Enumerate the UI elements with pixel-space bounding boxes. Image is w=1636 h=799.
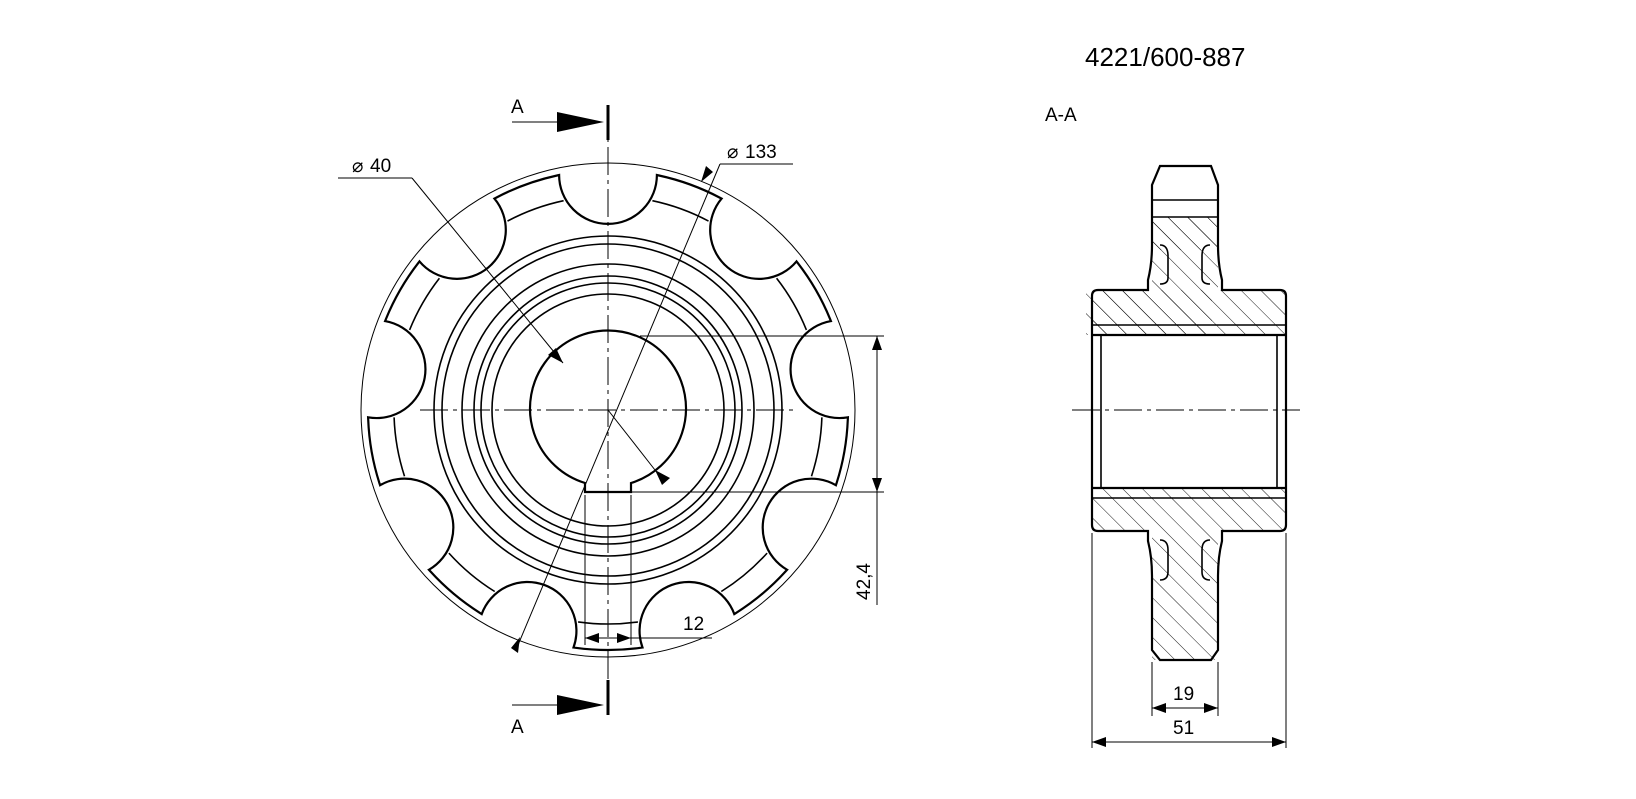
section-hatching — [1086, 217, 1286, 660]
tooth-chamfer-arc — [810, 417, 823, 477]
tooth-chamfer-arc — [393, 417, 406, 477]
sprocket-outline — [366, 173, 850, 652]
tooth-chamfer-arc — [448, 552, 496, 593]
relief-groove-top-left — [1159, 244, 1169, 285]
relief-groove-top-right — [1201, 244, 1211, 285]
relief-groove-bottom-right — [1201, 539, 1211, 581]
bore-diameter-dimension: ⌀ 40 — [338, 156, 670, 485]
outer-diameter-value: 133 — [745, 142, 777, 163]
part-number: 4221/600-887 — [1085, 42, 1245, 72]
tooth-chamfer-arc — [507, 199, 564, 222]
section-cut-mark-top: A — [511, 97, 610, 140]
tooth-chamfer-arc — [652, 199, 709, 222]
hub-width-value: 51 — [1173, 718, 1194, 739]
keyway-width-dimension: 12 — [584, 495, 712, 645]
keyway-depth-value: 42,4 — [854, 563, 875, 600]
relief-groove-bottom-left — [1159, 539, 1169, 581]
section-label: A-A — [1045, 105, 1077, 126]
front-view: A A ⌀ 40 ⌀ 133 — [338, 97, 884, 738]
tooth-width-dimension: 19 — [1151, 662, 1219, 716]
section-outline — [1090, 164, 1288, 662]
section-cut-mark-bottom: A — [511, 680, 610, 738]
outer-diameter-symbol: ⌀ — [727, 142, 738, 163]
section-view-a-a: 19 51 — [1072, 164, 1300, 748]
bore-diameter-symbol: ⌀ — [352, 156, 363, 177]
bore-diameter-value: 40 — [370, 156, 391, 177]
tooth-width-value: 19 — [1173, 684, 1194, 705]
tooth-chamfer-arc — [720, 552, 768, 593]
keyway-width-value: 12 — [683, 614, 704, 635]
tooth-chamfer-arc — [775, 277, 808, 331]
cut-mark-bottom-label: A — [511, 717, 524, 738]
tooth-chamfer-arc — [408, 277, 441, 331]
keyway-depth-dimension: 42,4 — [631, 335, 884, 605]
hub-width-dimension: 51 — [1091, 533, 1287, 748]
cut-mark-top-label: A — [511, 97, 524, 118]
bore-with-keyway — [528, 329, 688, 494]
outer-diameter-dimension: ⌀ 133 — [511, 142, 793, 653]
